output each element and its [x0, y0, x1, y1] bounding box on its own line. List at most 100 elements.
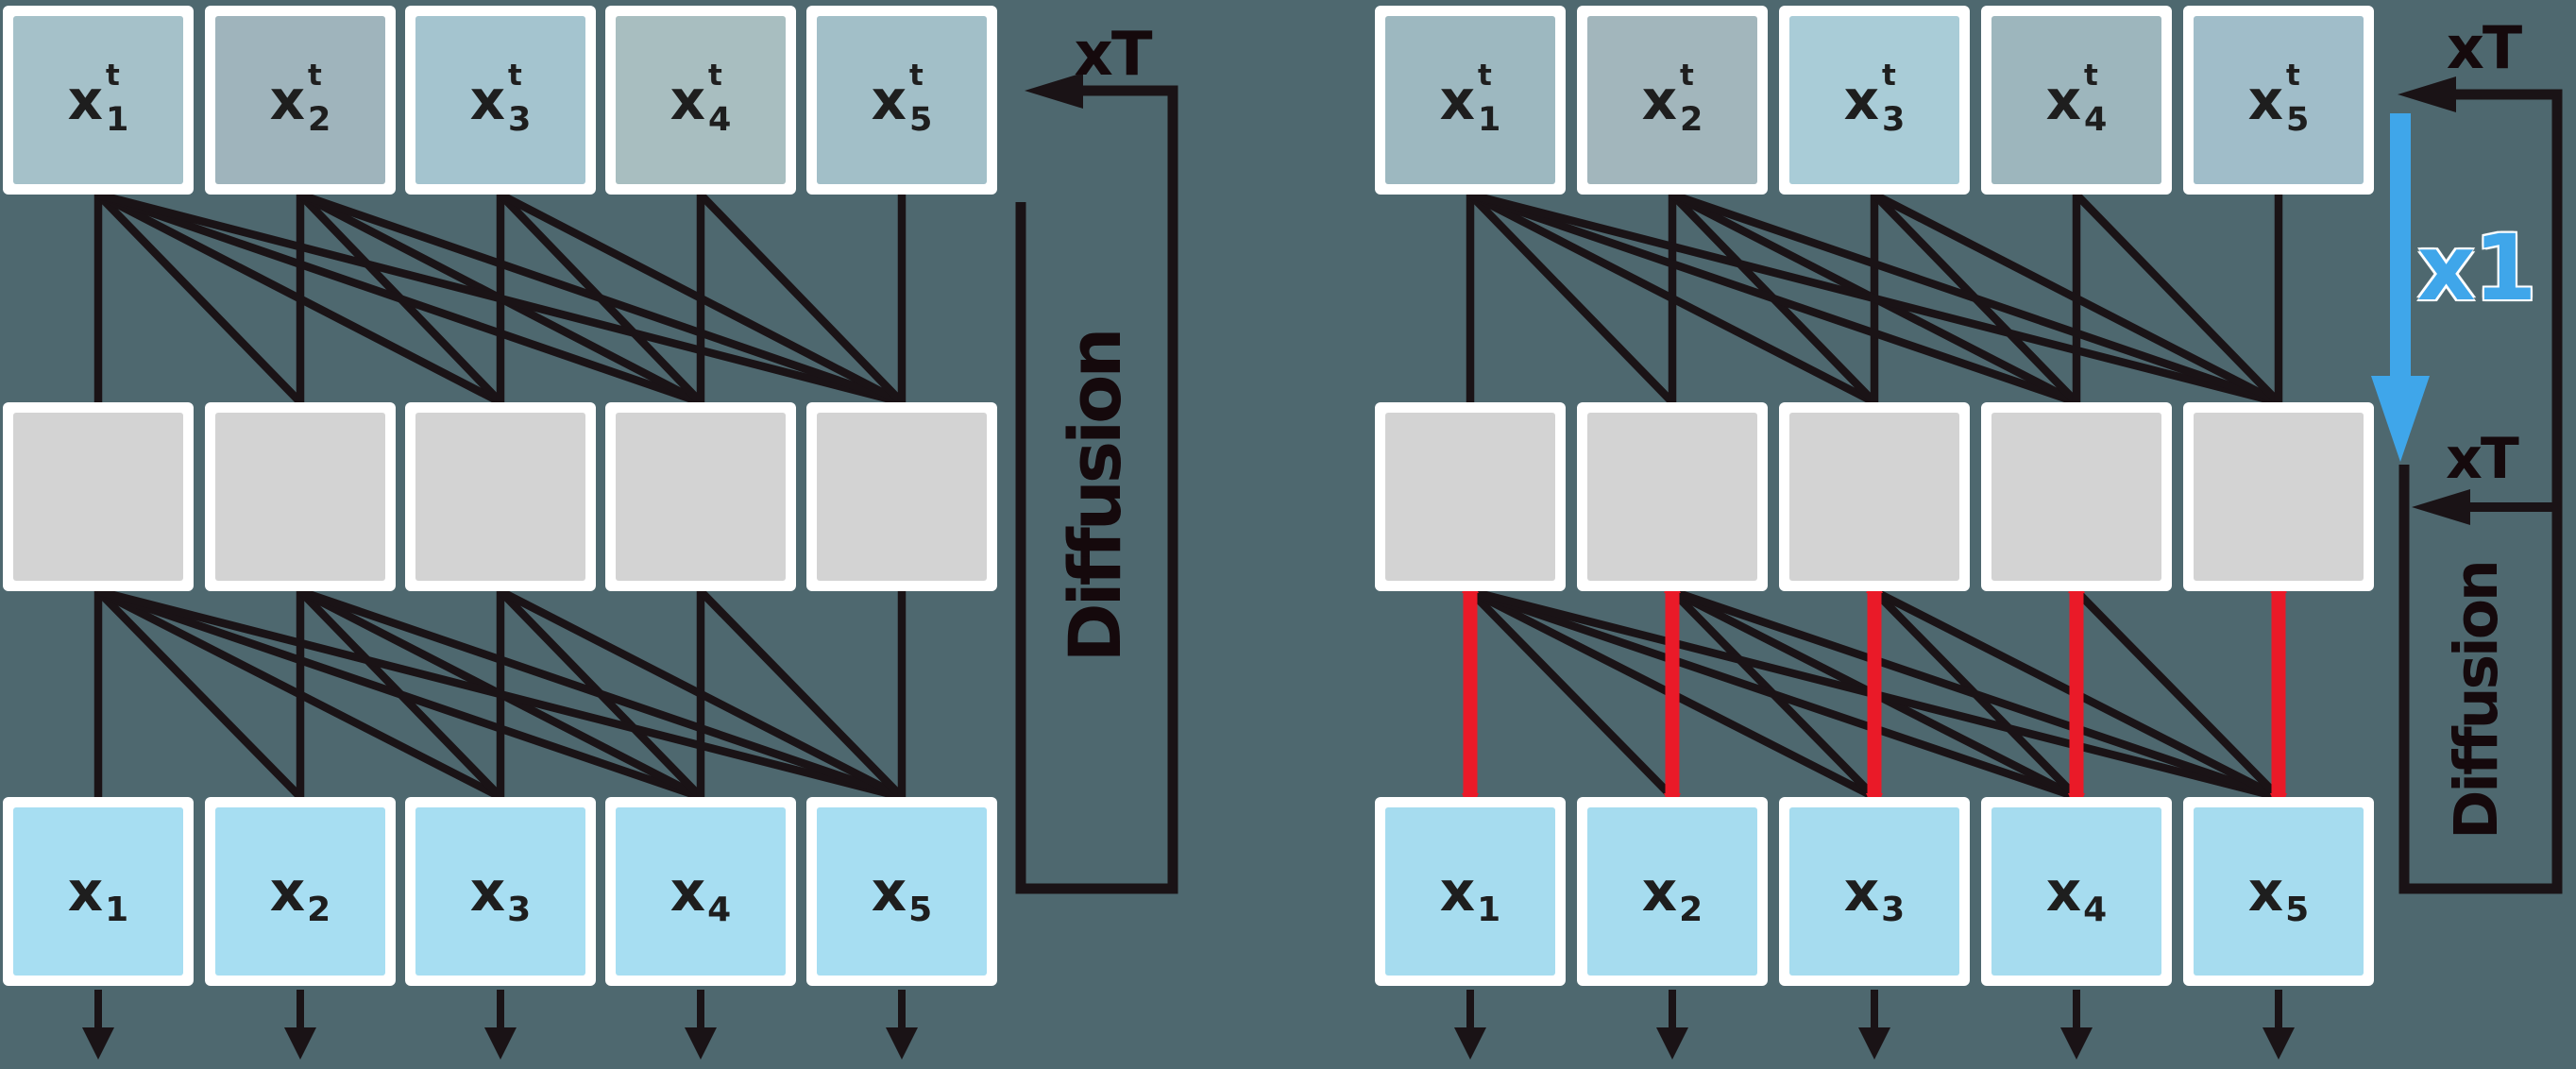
left-middle_row-box-5-fill [817, 413, 987, 581]
left-loop-arrowhead [1025, 73, 1083, 109]
right-attention-link-bottom [2073, 588, 2282, 800]
output-arrow-head [1858, 1027, 1890, 1060]
label-base: x [67, 68, 104, 132]
output-arrow-head [284, 1027, 316, 1060]
left-attention-link-bottom [96, 586, 703, 802]
label-superscript: t [106, 59, 120, 93]
right-middle_row-box-4 [1981, 402, 2172, 591]
label-base: x [2247, 859, 2284, 924]
label-superscript: t [2286, 59, 2300, 93]
right-diffusion-loop-bracket [2398, 89, 2563, 894]
right-middle_row-box-5 [2183, 402, 2374, 591]
label-superscript: t [2084, 59, 2098, 93]
right-middle_row-box-1-fill [1385, 413, 1555, 581]
right-attention-link-top [1468, 190, 2078, 407]
label-subscript: 5 [2286, 101, 2310, 139]
label-subscript: 3 [508, 101, 532, 139]
left-diffusion-label: Diffusion [1052, 331, 1137, 663]
left-attention-link-top [697, 192, 906, 405]
left-attention-link-top [96, 190, 904, 407]
label-superscript: t [508, 59, 522, 93]
left-repeat-count-label: xT [1074, 20, 1153, 90]
label-superscript: t [1882, 59, 1896, 93]
label-subscript: 4 [708, 101, 732, 139]
label-subscript: 2 [1680, 101, 1703, 139]
label-subscript: 1 [105, 891, 129, 929]
label-base: x [1641, 68, 1678, 132]
left-attention-link-top [298, 190, 904, 407]
label-subscript: 3 [1881, 891, 1906, 929]
left-middle_row-box-5 [806, 402, 997, 591]
right-middle_row-box-5-fill [2194, 413, 2364, 581]
output-arrow-head [82, 1027, 114, 1060]
left-middle_row-box-4 [605, 402, 796, 591]
right-diffusion-label: Diffusion [2441, 562, 2511, 840]
label-base: x [669, 68, 706, 132]
left-middle_row-box-2 [205, 402, 396, 591]
right-middle_row-box-1 [1375, 402, 1566, 591]
label-subscript: 1 [1478, 101, 1501, 139]
left-attention-link-top [96, 191, 502, 406]
label-superscript: t [1478, 59, 1492, 93]
label-subscript: 2 [307, 891, 331, 929]
right-attention-link-top [1466, 192, 1676, 405]
left-middle_row-box-2-fill [215, 413, 385, 581]
label-subscript: 2 [308, 101, 331, 139]
right-attention-link-top [1873, 191, 2280, 406]
output-arrow-head [484, 1027, 517, 1060]
label-base: x [871, 68, 907, 132]
label-subscript: 5 [908, 891, 933, 929]
right-repeat-count-label: xT [2446, 12, 2522, 82]
right-attention-link-top [1468, 191, 1876, 406]
left-middle_row-box-3 [405, 402, 596, 591]
label-base: x [1843, 859, 1880, 924]
right-loop-arrowhead [2398, 76, 2456, 112]
right-middle_row-box-4-fill [1991, 413, 2161, 581]
left-attention-link-top [94, 192, 304, 405]
label-base: x [2045, 859, 2082, 924]
label-superscript: t [909, 59, 924, 93]
label-base: x [469, 859, 506, 924]
label-subscript: 3 [1882, 101, 1906, 139]
label-base: x [871, 859, 907, 924]
